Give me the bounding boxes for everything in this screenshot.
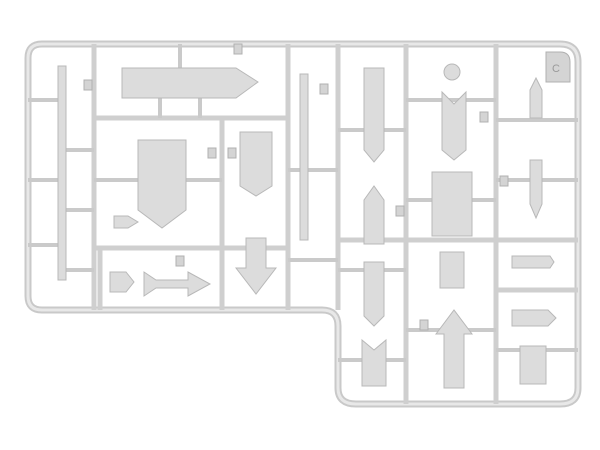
part-number-tags bbox=[83, 43, 509, 331]
parts bbox=[57, 63, 557, 389]
sprue-letter: C bbox=[552, 63, 560, 75]
sprue-frame bbox=[24, 40, 582, 408]
sprue-letter-tag: C bbox=[545, 51, 571, 83]
